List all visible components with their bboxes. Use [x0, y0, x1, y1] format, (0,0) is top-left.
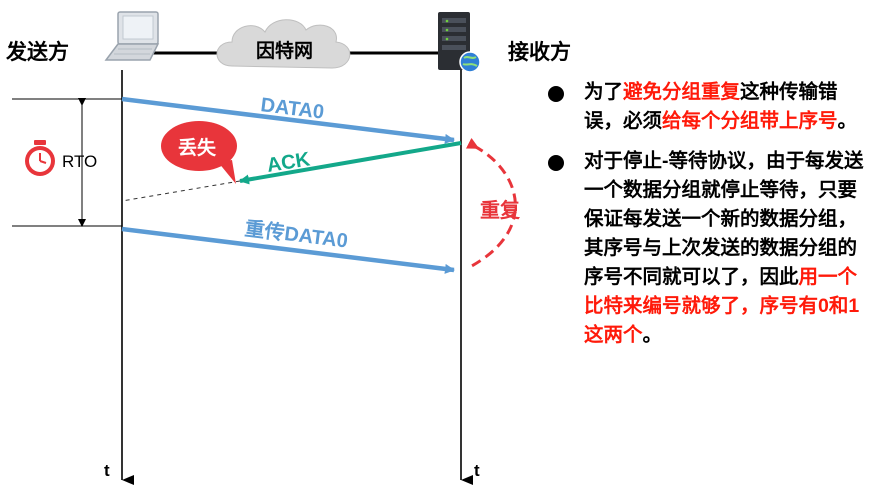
sender-label: 发送方: [6, 41, 69, 64]
bullet-dot-icon: [548, 86, 564, 102]
ack-label: ACK: [265, 148, 312, 177]
laptop-icon: [104, 11, 160, 61]
ack-arrow: [239, 141, 462, 185]
network-label: 因特网: [256, 41, 314, 62]
bullet-dot-icon: [548, 155, 564, 171]
duplicate-label: 重复: [480, 200, 520, 222]
note-item: 为了避免分组重复这种传输错误，必须给每个分组带上序号。: [548, 78, 868, 136]
notes-panel: 为了避免分组重复这种传输错误，必须给每个分组带上序号。 对于停止-等待协议，由于…: [548, 78, 868, 361]
sender-time-label: t: [104, 461, 110, 480]
data0-arrow: [121, 96, 455, 144]
cloud-icon: [216, 19, 351, 69]
ack-lost-path: [121, 180, 241, 202]
lost-bubble: [161, 121, 237, 184]
retransmit-arc: [465, 137, 517, 270]
globe-icon: [459, 51, 481, 73]
note-item: 对于停止-等待协议，由于每发送一个数据分组就停止等待，只要保证每发送一个新的数据…: [548, 147, 868, 350]
rto-label: RTO: [62, 152, 98, 171]
lost-label: 丢失: [178, 138, 217, 159]
receiver-label: 接收方: [508, 41, 571, 64]
retransmit-arrow: [121, 226, 455, 274]
receiver-time-label: t: [474, 461, 480, 480]
timer-icon: [25, 140, 55, 176]
